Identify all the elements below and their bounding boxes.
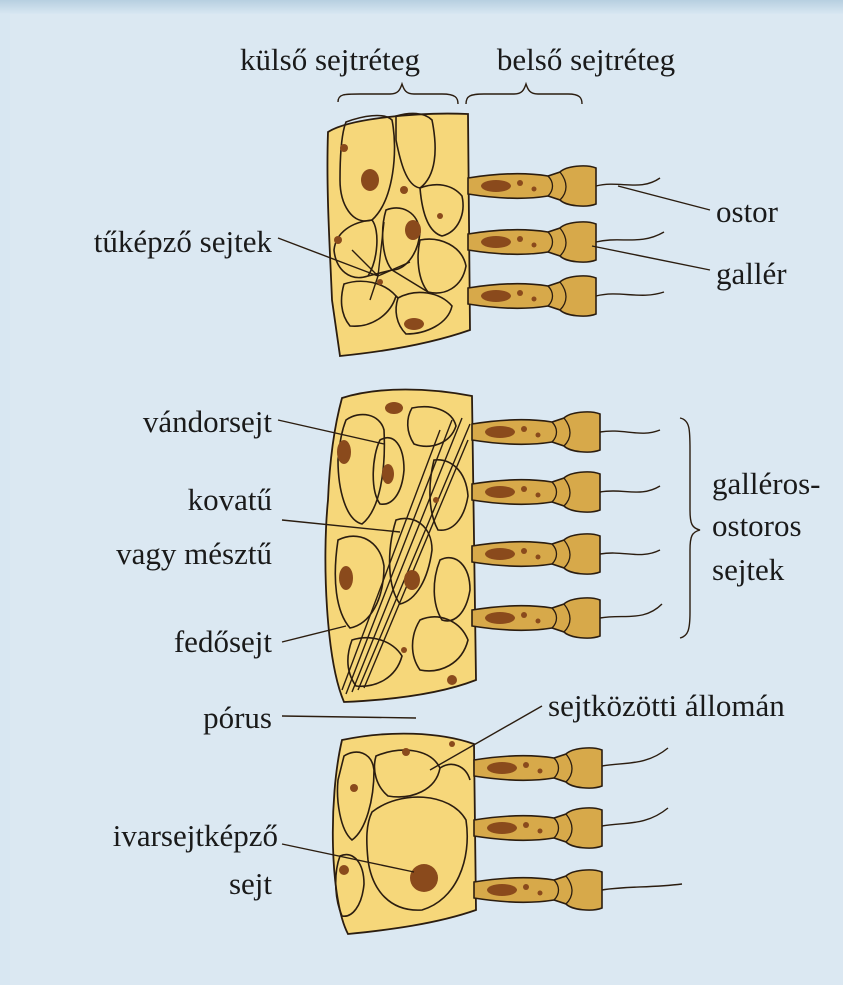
label-collar-cells-line1: galléros- bbox=[712, 466, 820, 501]
flagellum-3 bbox=[596, 292, 664, 296]
label-spicule-line2: vagy mésztű bbox=[116, 536, 272, 571]
outer-cell-mass-bottom bbox=[333, 734, 476, 934]
collar-cell-1 bbox=[468, 166, 596, 206]
flagellum-9 bbox=[602, 808, 668, 826]
collar-cell-9 bbox=[474, 808, 602, 848]
leader-collar bbox=[592, 246, 710, 270]
collar-cells-brace bbox=[680, 418, 700, 638]
collar-cell-3 bbox=[468, 276, 596, 316]
collar-cell-5 bbox=[472, 472, 600, 512]
flagellum-6 bbox=[600, 550, 660, 555]
flagellum-10 bbox=[602, 884, 682, 890]
label-germ-cell-line1: ivarsejtképző bbox=[113, 818, 278, 853]
label-germ-cell-line2: sejt bbox=[229, 866, 272, 901]
label-outer-layer: külső sejtréteg bbox=[240, 42, 420, 77]
label-matrix: sejtközötti állomán bbox=[548, 688, 785, 723]
collar-cell-6 bbox=[472, 534, 600, 574]
label-spicule-line1: kovatű bbox=[188, 482, 272, 517]
inner-layer-brace bbox=[466, 84, 582, 104]
flagellum-8 bbox=[602, 748, 668, 766]
flagellum-4 bbox=[600, 430, 660, 433]
middle-section bbox=[278, 390, 700, 719]
collar-cell-8 bbox=[474, 748, 602, 788]
label-collar-cells-line2: ostoros bbox=[712, 508, 802, 543]
top-section bbox=[278, 84, 710, 356]
outer-layer-brace bbox=[338, 84, 458, 104]
flagellum-7 bbox=[600, 604, 662, 618]
label-collar: gallér bbox=[716, 256, 787, 291]
label-spicule-forming-cells: tűképző sejtek bbox=[94, 224, 273, 259]
leader-pore bbox=[282, 716, 416, 718]
label-flagellum: ostor bbox=[716, 194, 779, 229]
flagellum-2 bbox=[596, 232, 664, 242]
label-pore: pórus bbox=[203, 700, 272, 735]
leader-flagellum bbox=[618, 186, 710, 210]
flagellum-5 bbox=[600, 486, 660, 492]
collar-cell-2 bbox=[468, 222, 596, 262]
collar-cell-10 bbox=[474, 870, 602, 910]
label-cover-cell: fedősejt bbox=[174, 624, 273, 659]
bottom-section bbox=[282, 706, 682, 934]
flagellum-1 bbox=[596, 178, 660, 186]
label-collar-cells-line3: sejtek bbox=[712, 552, 785, 587]
label-amoebocyte: vándorsejt bbox=[143, 404, 273, 439]
collar-cell-7 bbox=[472, 598, 600, 638]
collar-cell-4 bbox=[472, 412, 600, 452]
label-inner-layer: belső sejtréteg bbox=[497, 42, 675, 77]
